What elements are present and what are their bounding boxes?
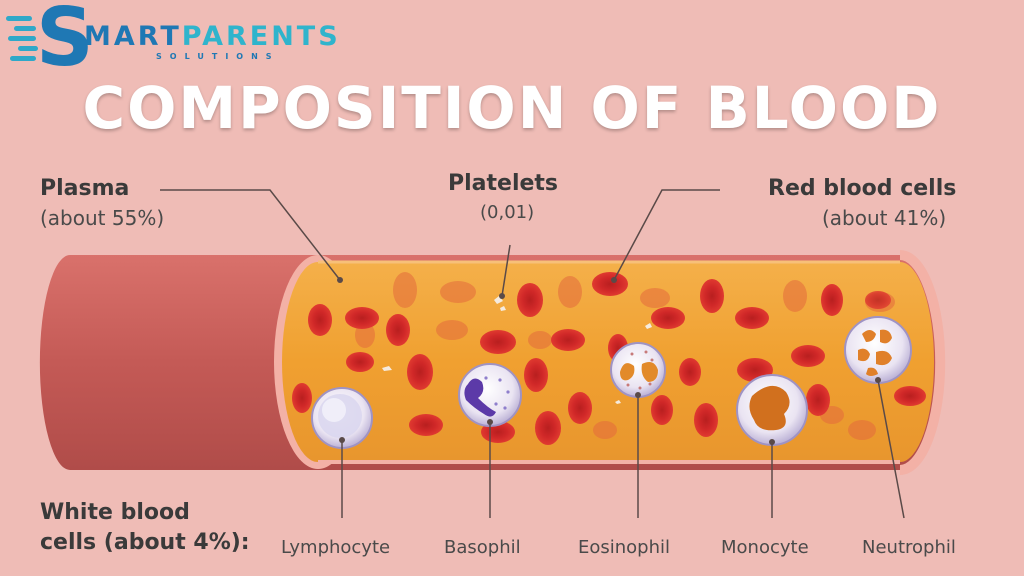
logo-word-parents: PARENTS [181,21,341,52]
red-blood-cells-percentage: (about 41%) [822,206,947,230]
logo-wordmark: MARTPARENTS [84,22,341,52]
neutrophil-cell [844,316,912,384]
platelets [382,296,652,404]
eosinophil-label: Eosinophil [578,537,671,558]
leader-dots [337,277,881,445]
leader-lines [160,189,905,519]
platelets-label: Platelets [448,171,559,196]
neutrophil-label: Neutrophil [862,537,956,558]
brand-logo: S MARTPARENTS SOLUTIONS [6,0,338,84]
white-blood-cells-label-line1: White blood [40,500,190,525]
lymphocyte-label: Lymphocyte [281,537,391,558]
logo-word-mart: MART [84,21,182,52]
monocyte-label: Monocyte [721,537,809,558]
monocyte-cell [736,374,808,446]
logo-letter: S [36,0,94,84]
plasma-percentage: (about 55%) [40,206,165,230]
eosinophil-cell [610,342,666,398]
basophil-cell [458,363,522,427]
lymphocyte-cell [311,387,373,449]
page-title: COMPOSITION OF BLOOD [82,74,942,142]
red-blood-cells-label: Red blood cells [768,176,957,201]
logo-speed-lines-icon [6,12,66,72]
logo-subtitle: SOLUTIONS [156,52,280,61]
red-blood-cells [292,272,926,445]
platelets-value: (0,01) [480,202,535,223]
white-blood-cells-label-line2: cells (about 4%): [40,530,250,555]
plasma-label: Plasma [40,176,130,201]
basophil-label: Basophil [444,537,521,558]
